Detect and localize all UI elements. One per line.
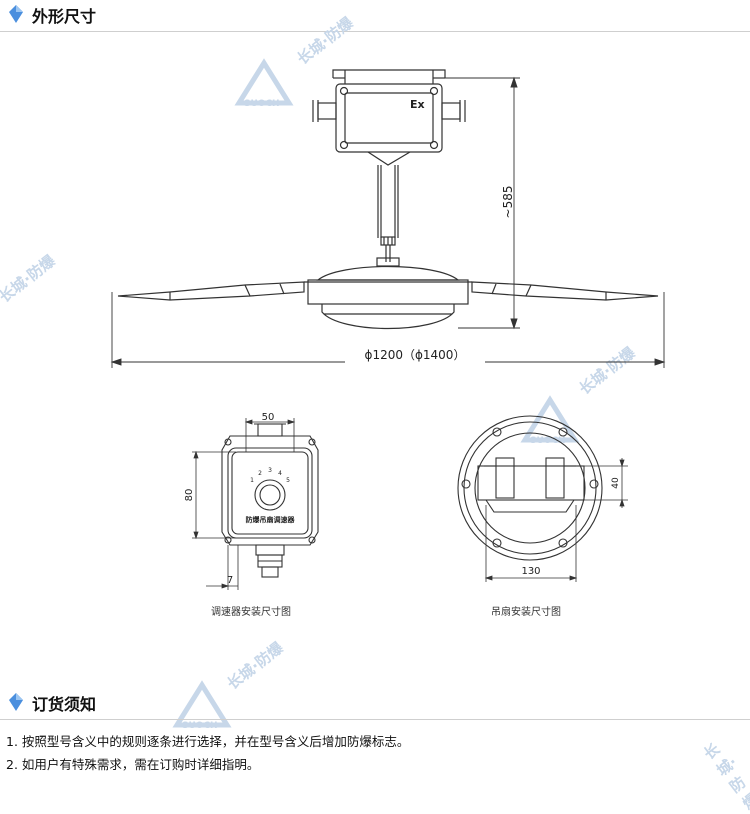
svg-text:SUOCH: SUOCH bbox=[530, 436, 566, 445]
section-title: 订货须知 bbox=[32, 695, 97, 714]
height-dimension bbox=[445, 76, 520, 330]
motor-housing bbox=[304, 265, 472, 330]
divider bbox=[0, 719, 750, 720]
fan-blade-right bbox=[471, 281, 659, 301]
height-label: ~585 bbox=[501, 186, 515, 219]
dial-numbers: 1 2 3 4 5 bbox=[250, 467, 290, 484]
watermark-logo: SUOCH bbox=[172, 680, 232, 734]
svg-text:1: 1 bbox=[250, 477, 254, 484]
svg-text:3: 3 bbox=[268, 467, 272, 474]
svg-text:SUOCH: SUOCH bbox=[244, 99, 280, 108]
controller-dimensions bbox=[192, 418, 296, 590]
downrod bbox=[367, 151, 411, 267]
svg-text:SUOCH: SUOCH bbox=[182, 721, 218, 730]
diameter-label: ϕ1200（ϕ1400） bbox=[365, 348, 466, 362]
controller-height-label: 80 bbox=[184, 489, 195, 502]
svg-text:4: 4 bbox=[278, 470, 282, 477]
watermark-text: 长城·防爆 bbox=[700, 739, 750, 813]
section-header-ordering: 订货须知 bbox=[0, 688, 750, 720]
fan-mount-caption: 吊扇安装尺寸图 bbox=[491, 607, 561, 618]
fan-mount-height-label: 40 bbox=[611, 477, 621, 489]
ceiling-bracket bbox=[332, 69, 446, 84]
fan-mount-width-label: 130 bbox=[521, 566, 540, 577]
section-title: 外形尺寸 bbox=[32, 7, 97, 26]
svg-text:5: 5 bbox=[286, 477, 290, 484]
controller-width-label: 50 bbox=[262, 412, 275, 423]
junction-box bbox=[312, 83, 466, 153]
diamond-icon bbox=[9, 5, 23, 23]
watermark-logo: SUOCH bbox=[234, 58, 294, 112]
svg-text:2: 2 bbox=[258, 470, 262, 477]
divider bbox=[0, 31, 750, 32]
controller-caption: 调速器安装尺寸图 bbox=[211, 607, 291, 618]
ordering-notes: 1. 按照型号含义中的规则逐条进行选择，并在型号含义后增加防爆标志。 2. 如用… bbox=[6, 730, 409, 776]
note-item: 2. 如用户有特殊需求，需在订购时详细指明。 bbox=[6, 757, 260, 772]
watermark-logo: SUOCH bbox=[520, 395, 580, 449]
fan-blade-left bbox=[117, 281, 305, 301]
fan-mount-dimensions bbox=[484, 458, 628, 582]
speed-controller-drawing bbox=[221, 423, 319, 578]
controller-offset-label: 7 bbox=[227, 575, 233, 586]
diamond-icon bbox=[9, 693, 23, 711]
fan-mount-drawing bbox=[457, 415, 603, 561]
technical-drawing: Ex ~585 ϕ1200（ϕ1400） 1 2 bbox=[110, 69, 666, 590]
note-item: 1. 按照型号含义中的规则逐条进行选择，并在型号含义后增加防爆标志。 bbox=[6, 734, 410, 749]
controller-label: 防爆吊扇调速器 bbox=[246, 515, 296, 524]
ex-mark: Ex bbox=[410, 98, 425, 111]
section-header-dimensions: 外形尺寸 bbox=[0, 0, 750, 32]
